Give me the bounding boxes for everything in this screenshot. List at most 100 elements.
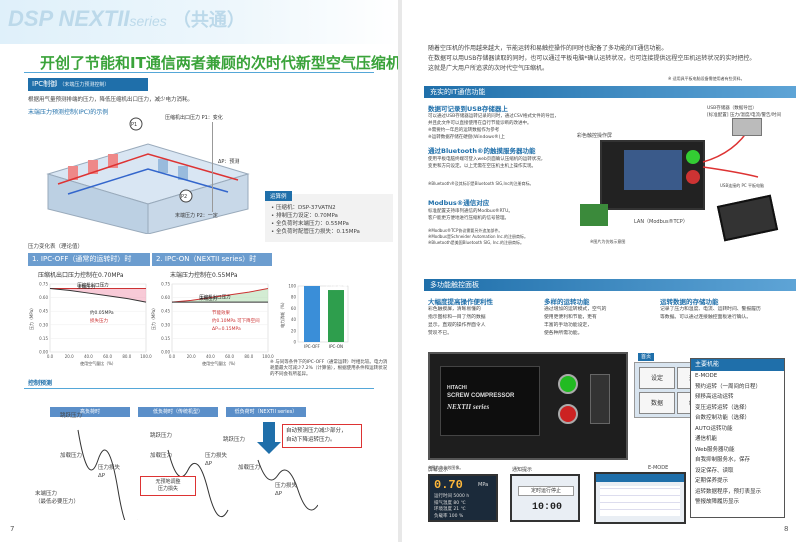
bar (328, 290, 344, 342)
usb-label: USB存储器（数据导出） [标准配置] 压力/温度/电流/警告/时间 (707, 106, 782, 118)
usb-drive-icon (732, 118, 762, 136)
y-tick-label: 0.75 (39, 282, 48, 287)
banner-logo: DSP NEXTIIseries （共通） (8, 6, 245, 31)
x-axis-label: 使用空气量比（%） (202, 360, 238, 366)
menu-item[interactable]: 通信机能 (695, 436, 718, 442)
control-title: 控制预测 (28, 380, 53, 387)
status-row: 环境温度 21 ℃ (434, 507, 466, 512)
menu-item[interactable]: 预约运转（一周间的日程） (695, 383, 762, 390)
y-tick-label: 0.45 (161, 309, 170, 314)
x-tick-label: 0.0 (47, 354, 54, 359)
menu-item[interactable]: 频移高运动运转 (695, 394, 734, 400)
menu-item[interactable]: 变压运转运转（选择） (695, 404, 751, 411)
p2-marker-label: P2 (181, 194, 187, 200)
col1-text: 彩色触摸屏，清晰易懂的 指示图标和一目了然的数据 显示。直观的操作界面令人 赞叹… (428, 307, 486, 336)
ctl-header-low-new: 低负荷时（NEXTII series） (226, 407, 306, 417)
category-label: IPC-OFF (304, 344, 320, 349)
settings-button[interactable]: 设定 (639, 367, 675, 389)
right-intro-note: ※ 适用具平板电脑设备需使用者有些资料。 (668, 76, 745, 81)
factory-building (46, 143, 250, 234)
case1-sub: 压缩机出口压力控制在0.70MPa (38, 272, 124, 279)
annotation: 约0.10MPa 可下降空间 (212, 317, 260, 324)
usb-text: 可以通过USB存储器运转记录的同时，通过CSV格式文件的导出， 并且此文件可以直… (428, 114, 559, 140)
series-line (49, 288, 147, 303)
panel-display (624, 150, 682, 190)
modbus-text: 标准配置支持串列通信的Modbus®RTU。 客户能更方便地进行压缩机的信号管理… (428, 209, 513, 221)
y-tick-label: 0 (293, 340, 296, 345)
menu-item[interactable]: 定期保养提示 (695, 478, 729, 484)
calc-example-label: 运算例 (265, 191, 292, 201)
pressure-value: 0.70 (434, 478, 463, 492)
case2-sub: 末端压力控制在0.55MPa (170, 272, 238, 279)
annotation: 节能效果 (212, 309, 230, 316)
col3-text: 记录了压力和温度、电流、运转时间、警报履历 等数据。可以通过连接触控面板进行确认… (660, 307, 761, 320)
x-tick-label: 60.0 (103, 354, 112, 359)
y-tick-label: 60 (291, 306, 297, 311)
case1-header: 1. IPC-OFF（通常的运转时）时 (28, 253, 150, 266)
x-tick-label: 60.0 (225, 354, 234, 359)
x-tick-label: 20.0 (187, 354, 196, 359)
y-tick-label: 0.30 (161, 322, 170, 327)
menu-item[interactable]: AUTO运转功能 (695, 425, 733, 432)
data-button[interactable]: 数据 (639, 392, 675, 414)
x-tick-label: 40.0 (206, 354, 215, 359)
menu-item[interactable]: 台数控制功能（选择） (695, 415, 751, 421)
menu-item[interactable]: 设定保存、读取 (695, 467, 734, 474)
ctl-loss-label: 压力损失 ΔP (98, 465, 121, 479)
p1-label: 压缩机出口压力 P1：变化 (165, 115, 223, 121)
status-rows: 运行时间 5000 h 排气温度 80 ℃ 环境温度 21 ℃ 负载率 100 … (434, 494, 469, 520)
wave-high (77, 429, 138, 520)
annotation: 约0.05MPa (90, 309, 114, 316)
x-axis-label: 使用空气量比（%） (80, 360, 116, 366)
x-tick-label: 40.0 (84, 354, 93, 359)
start-button[interactable] (558, 374, 578, 394)
ipc-title-bar: IPC制御 （末端压力预测控制） (28, 78, 148, 91)
controller-note: ※图片为仿效图像。 (428, 465, 464, 470)
series-label: 压缩机出口压力 (77, 282, 109, 289)
notice-screen: 定时运行停止 10:00 (510, 474, 580, 522)
divider (24, 72, 374, 73)
info-line: • 全负荷时配管压力损失：0.15MPa (271, 229, 360, 235)
ipc-intro: 根据用气量预测排端的压力，降低压缩机出口压力，减少电力消耗。 (28, 97, 194, 103)
y-tick-label: 0.75 (161, 282, 170, 287)
menu-item[interactable]: 自我抑制服务水，保存 (695, 457, 751, 463)
p2-marker (179, 189, 193, 203)
down-arrow-head (257, 442, 281, 454)
lan-label: LAN（Modbus®TCP） (634, 219, 688, 225)
stop-button[interactable] (558, 404, 578, 424)
info-line: • 排制压力设定：0.70MPa (271, 213, 338, 219)
ctl-header-low-old: 低负荷时（传统机型） (138, 407, 218, 417)
left-page: DSP NEXTIIseries （共通） 开创了节能和IT通信两者兼顾的次时代… (0, 0, 401, 542)
menu-item[interactable]: 运转数据程序，预打表显示 (695, 488, 762, 495)
y-axis-label: 压力（MPa） (28, 306, 34, 330)
y-axis-label: 电力消耗（%） (280, 300, 285, 328)
x-tick-label: 0.0 (169, 354, 176, 359)
y-tick-label: 0.15 (39, 336, 48, 341)
p2-label: 末端压力 P2：一定 (175, 213, 218, 219)
y-tick-label: 0.60 (39, 295, 48, 300)
it-section-header: 充实的IT通信功能 (424, 86, 796, 98)
ctl-rise-label: 加载压力 (60, 453, 83, 459)
controller-bezel: HITACHI SCREW COMPRESSOR NEXTII series (440, 366, 540, 436)
wave-low-new (257, 459, 318, 511)
menu-item[interactable]: 警报故障履历显示 (695, 499, 740, 505)
status-row: 运行时间 5000 h (434, 494, 470, 499)
case2-header: 2. IPC-ON（NEXTII series）时 (152, 253, 272, 266)
wave-low-old (167, 449, 229, 518)
screen3-label: E-MODE (648, 465, 669, 471)
menu-item[interactable]: E-MODE (695, 373, 718, 379)
annotation: ΔP=0.15MPa (212, 326, 241, 332)
ctl-nocomp-box: 无预地调整 压力损失 (140, 476, 196, 496)
y-tick-label: 0.45 (39, 309, 48, 314)
ctl-header-high: 高负荷时 (50, 407, 130, 417)
notice-text: 定时运行停止 (518, 486, 574, 496)
controller-brand: HITACHI (447, 385, 467, 391)
page-headline: 开创了节能和IT通信两者兼顾的次时代新型空气压缩机 (40, 54, 401, 72)
panel-label: 彩色触控操作屏 (577, 133, 613, 139)
x-tick-label: 80.0 (122, 354, 131, 359)
series-label: 末端压力 (199, 295, 217, 302)
calc-example-box: 运算例 • 压缩机：DSP-37VATN2 • 排制压力设定：0.70MPa •… (265, 191, 393, 242)
menu-item[interactable]: Web服务器功能 (695, 446, 735, 453)
